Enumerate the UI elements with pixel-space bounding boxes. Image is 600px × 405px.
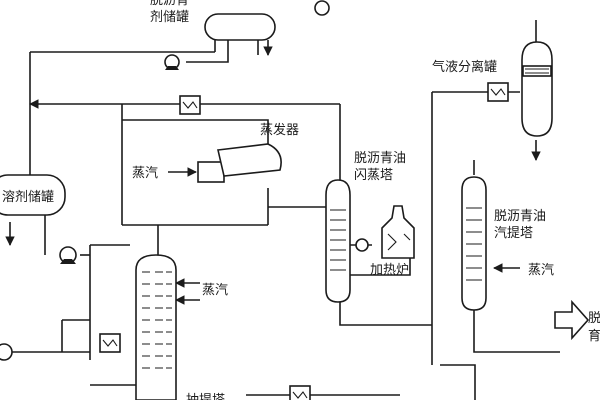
evaporator: 蒸发器 蒸汽 [132,122,299,183]
pump-top [164,54,180,70]
label-stripping-tower-line-2: 汽提塔 [494,225,533,241]
label-steam-evaporator: 蒸汽 [132,166,158,181]
flash-tower: 脱沥青油 闪蒸塔 [325,151,410,303]
pump-flash [355,238,369,252]
solvent-tank-top [204,13,276,41]
stripping-tower: 脱沥青油 汽提塔 蒸汽 [461,176,554,311]
label-product-outlet-line-2: 育 [588,328,600,344]
heat-exchanger-bottom [289,385,311,405]
label-stripping-tower: 脱沥青油 汽提塔 [494,209,550,241]
gas-liquid-separator: 气液分离罐 [432,41,553,137]
label-product-outlet-line-1: 脱 [588,311,600,326]
label-flash-tower-line-2: 闪蒸塔 [354,168,393,183]
label-stripping-tower-line-1: 脱沥青油 [494,209,546,224]
solvent-tank-left: 溶剂储罐 [0,174,66,216]
label-solvent-tank-top-line-1: 脱沥青 [150,0,189,8]
label-gas-liquid-separator: 气液分离罐 [432,59,497,75]
pump-left-bottom [0,343,13,361]
label-steam-extractor: 蒸汽 [202,283,228,298]
label-evaporator: 蒸发器 [260,122,299,138]
label-product-outlet: 脱 育 [588,311,600,344]
heat-exchanger-header [179,95,201,115]
heat-exchanger-separator [487,82,509,102]
label-flash-tower: 脱沥青油 闪蒸塔 [354,151,410,183]
pump-top-right [314,0,330,16]
label-extraction-tower: 抽提塔 [186,392,225,400]
label-solvent-tank-top-line-2: 剂储罐 [150,10,189,25]
heat-exchanger-left [99,333,121,353]
label-heating-furnace: 加热炉 [370,263,409,278]
label-solvent-tank-left: 溶剂储罐 [2,190,54,205]
tower-trays [142,271,172,369]
extraction-tower: 蒸汽 抽提塔 [135,254,228,405]
label-flash-tower-line-1: 脱沥青油 [354,151,406,166]
label-solvent-tank-top: 脱沥青 剂储罐 [150,0,193,25]
label-steam-stripper: 蒸汽 [528,263,554,278]
heating-furnace: 加热炉 [370,205,415,278]
pump-left [59,246,77,264]
